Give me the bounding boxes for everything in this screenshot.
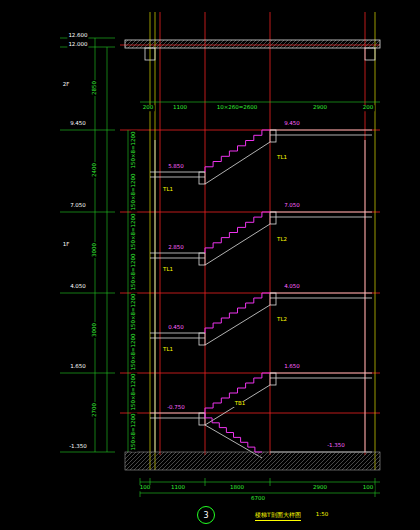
drawing-label: 1800 (229, 485, 245, 491)
drawing-label: 2F (62, 82, 71, 88)
drawing-label: 9.450 (69, 121, 87, 127)
drawing-label: 200 (362, 105, 375, 111)
drawing-label: 2900 (312, 485, 328, 491)
dimension-text: 150×8=1200 (131, 412, 137, 451)
drawing-label: 9.450 (283, 121, 301, 127)
drawing-label: 200 (142, 105, 155, 111)
drawing-label: TL2 (276, 237, 288, 243)
drawing-label: 5.850 (167, 164, 185, 170)
drawing-label: 7.050 (69, 203, 87, 209)
dimension-text: 2850 (92, 80, 98, 96)
section-callout: 3 (197, 506, 215, 524)
callout-number: 3 (203, 511, 208, 520)
drawing-label: TL1 (162, 187, 174, 193)
drawing-label: 1.650 (69, 364, 87, 370)
dimension-text: 2700 (92, 402, 98, 418)
drawing-label: 1100 (170, 485, 186, 491)
drawing-label: 4.050 (283, 284, 301, 290)
drawing-label: -0.750 (166, 405, 186, 411)
dimension-text: 150×8=1200 (131, 212, 137, 251)
drawing-label: TL1 (276, 155, 288, 161)
drawing-label: 1100 (172, 105, 188, 111)
drawing-label: TL1 (162, 267, 174, 273)
dimension-text: 150×8=1200 (131, 172, 137, 211)
stair-flight (205, 293, 270, 333)
drawing-label: 4.050 (69, 284, 87, 290)
stair-flight (205, 373, 270, 413)
dimension-text: 150×8=1200 (131, 292, 137, 331)
drawing-title: 楼梯T剖面大样图 (255, 511, 301, 521)
dimension-text: 150×8=1200 (131, 372, 137, 411)
stair-flight (205, 130, 270, 172)
drawing-label: 10×260=2600 (216, 105, 259, 111)
drawing-label: 0.450 (167, 325, 185, 331)
dimension-text: 150×8=1200 (131, 130, 137, 169)
dimension-text: 3000 (92, 242, 98, 258)
drawing-label: 100 (362, 485, 375, 491)
drawing-label: 7.050 (283, 203, 301, 209)
dimension-text: 3000 (92, 322, 98, 338)
drawing-label: 1.650 (283, 364, 301, 370)
drawing-label: 12.600 (67, 33, 88, 39)
dimension-text: 150×8=1200 (131, 332, 137, 371)
drawing-label: 2900 (312, 105, 328, 111)
drawing-label: 6700 (250, 496, 266, 502)
drawing-label: TL1 (162, 347, 174, 353)
drawing-label: -1.350 (68, 444, 88, 450)
drawing-label: 1F (62, 242, 71, 248)
drawing-label: 1:50 (315, 512, 329, 518)
drawing-label: TB1 (234, 401, 247, 407)
drawing-label: TL2 (276, 317, 288, 323)
stair-flight (205, 413, 262, 452)
dimension-text: 2400 (92, 162, 98, 178)
stair-flight (205, 212, 270, 253)
drawing-label: 12.000 (67, 42, 88, 48)
drawing-label: -1.350 (326, 443, 346, 449)
dimension-text: 150×8=1200 (131, 252, 137, 291)
drawing-label: 100 (139, 485, 152, 491)
drawing-label: 2.850 (167, 245, 185, 251)
